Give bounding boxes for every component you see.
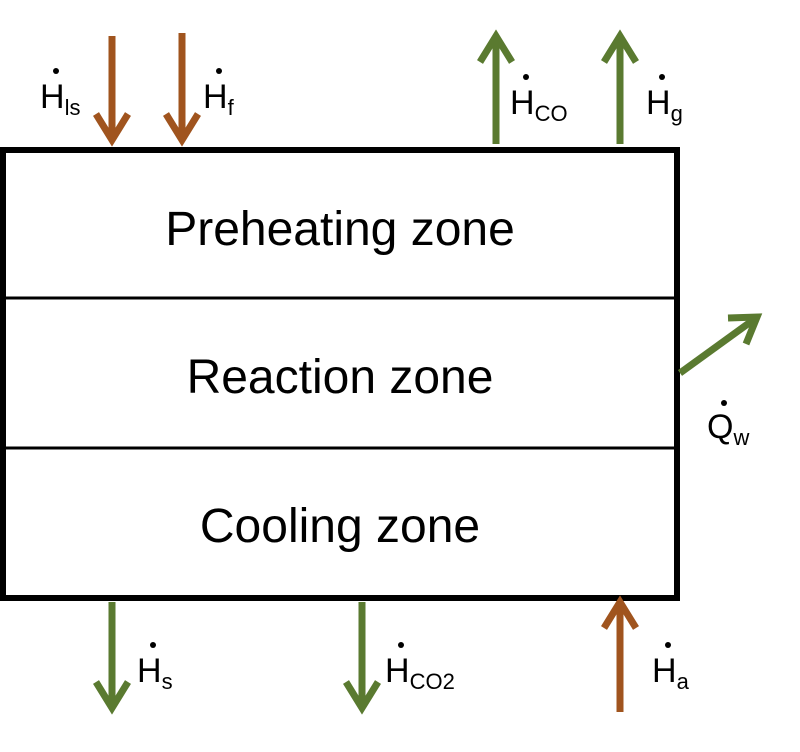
dot-accent bbox=[398, 642, 404, 648]
svg-text:Hg: Hg bbox=[646, 84, 683, 126]
dot-accent bbox=[659, 74, 665, 80]
label-h-co: HCO bbox=[510, 74, 568, 126]
arrow-h-a bbox=[601, 595, 639, 712]
label-h-g: Hg bbox=[646, 74, 683, 126]
dot-accent bbox=[216, 68, 222, 74]
svg-text:Hls: Hls bbox=[40, 78, 80, 120]
arrow-h-co bbox=[477, 29, 515, 144]
reaction-zone-label: Reaction zone bbox=[187, 351, 494, 404]
dot-accent bbox=[665, 642, 671, 648]
label-h-f: Hf bbox=[203, 68, 235, 120]
label-q-w: Qw bbox=[707, 400, 749, 450]
arrow-h-ls bbox=[93, 36, 131, 147]
label-h-co2: HCO2 bbox=[385, 642, 455, 694]
svg-text:Ha: Ha bbox=[652, 652, 690, 694]
svg-text:HCO2: HCO2 bbox=[385, 652, 455, 694]
label-h-ls: Hls bbox=[40, 68, 80, 120]
arrow-h-s bbox=[93, 602, 131, 715]
dot-accent bbox=[53, 68, 59, 74]
svg-text:Qw: Qw bbox=[707, 408, 749, 450]
dot-accent bbox=[150, 642, 156, 648]
dot-accent bbox=[721, 400, 727, 406]
dot-accent bbox=[523, 74, 529, 80]
arrow-h-f bbox=[163, 33, 201, 147]
arrow-q-w bbox=[677, 313, 763, 376]
arrow-h-co2 bbox=[343, 602, 381, 715]
kiln-outline bbox=[0, 147, 680, 601]
svg-text:Hs: Hs bbox=[137, 652, 173, 694]
kiln-box bbox=[0, 147, 680, 601]
arrow-h-g bbox=[601, 29, 639, 144]
preheating-zone-label: Preheating zone bbox=[165, 203, 515, 256]
label-h-a: Ha bbox=[652, 642, 690, 694]
cooling-zone-label: Cooling zone bbox=[200, 500, 480, 553]
svg-text:Hf: Hf bbox=[203, 78, 235, 120]
label-h-s: Hs bbox=[137, 642, 173, 694]
svg-text:HCO: HCO bbox=[510, 84, 568, 126]
